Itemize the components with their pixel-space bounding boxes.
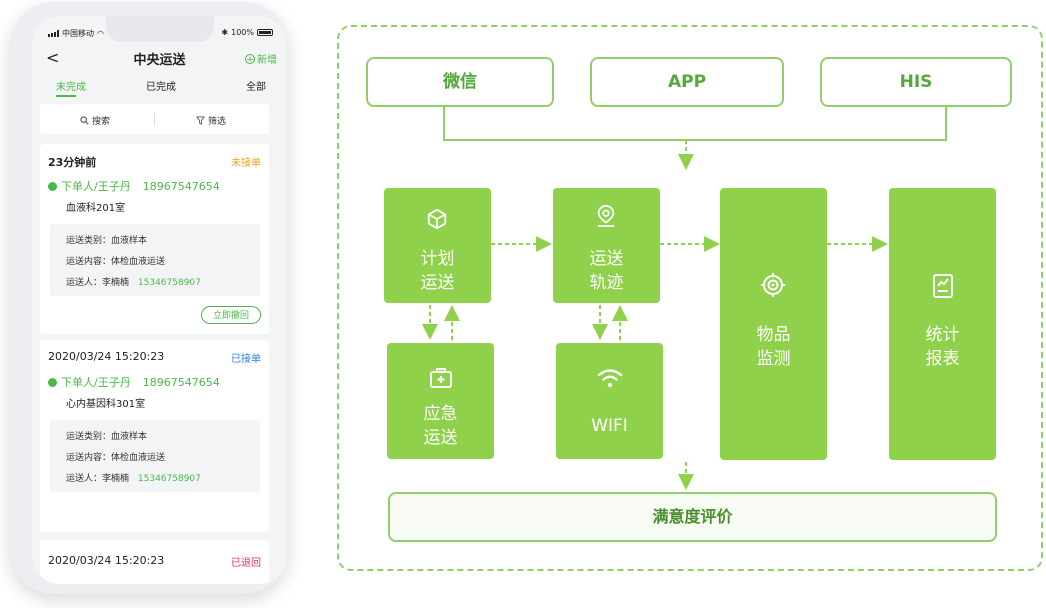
tab-all[interactable]: 全部 (246, 82, 266, 93)
filter-icon (196, 116, 205, 125)
phone-screen: 中国移动 ◠ ✱ 100% < 中央运送 + 新增 未完成 已完成 全部 (32, 16, 287, 584)
search-label: 搜索 (92, 117, 111, 127)
order-address: 血液科201室 (66, 203, 126, 214)
tab-unfinished[interactable]: 未完成 (56, 82, 86, 93)
module-plan-transport: 计划 运送 (384, 188, 491, 303)
module-emergency-transport: 应急 运送 (387, 343, 494, 459)
phone-icon (48, 377, 57, 387)
order-courier: 运送人：李楠楠 15346758907 (66, 471, 201, 484)
active-tab-indicator (56, 95, 76, 97)
withdraw-button[interactable]: 立即撤回 (201, 306, 261, 324)
module-label-line2: 轨迹 (589, 273, 624, 293)
phone-notch (106, 16, 214, 42)
phone-mockup: 中国移动 ◠ ✱ 100% < 中央运送 + 新增 未完成 已完成 全部 (10, 2, 288, 594)
order-user-phone[interactable]: 18967547654 (142, 179, 220, 193)
module-label-line1: 运送 (589, 249, 624, 269)
module-item-monitoring: 物品 监测 (720, 188, 827, 460)
courier-name: 运送人：李楠楠 (66, 474, 130, 484)
order-content: 运送内容：体检血液运送 (66, 257, 166, 267)
order-status: 已退回 (231, 558, 261, 569)
module-statistics-report: 统计 报表 (889, 188, 996, 460)
module-label-line2: 监测 (756, 349, 791, 369)
courier-phone[interactable]: 15346758907 (137, 474, 201, 484)
order-card[interactable]: 2020/03/24 15:20:23 已接单 下单人/王子丹 18967547… (40, 340, 269, 532)
order-time: 2020/03/24 15:20:23 (48, 554, 165, 567)
battery-percent: 100% (231, 28, 254, 37)
order-address: 心内基因科301室 (66, 399, 146, 410)
battery-icon (257, 29, 273, 36)
add-button-label: 新增 (257, 55, 277, 66)
order-details: 运送类别：血液样本 运送内容：体检血液运送 运送人：李楠楠 1534675890… (50, 420, 260, 492)
module-label-line2: 运送 (423, 428, 458, 448)
order-user: 下单人/王子丹 18967547654 (48, 178, 220, 194)
report-icon (933, 274, 953, 298)
signal-icon (48, 30, 59, 37)
module-transport-track: 运送 轨迹 (553, 188, 660, 303)
module-label: WIFI (591, 416, 628, 436)
order-time: 23分钟前 (48, 156, 97, 169)
module-label-line1: 应急 (423, 404, 458, 424)
phone-icon (48, 181, 57, 191)
order-user-name: 下单人/王子丹 (61, 180, 131, 193)
module-label-line1: 物品 (756, 325, 791, 345)
wifi-status-icon: ◠ (97, 29, 104, 38)
order-card[interactable]: 23分钟前 未接单 下单人/王子丹 18967547654 血液科201室 运送… (40, 144, 269, 334)
back-button[interactable]: < (46, 48, 60, 67)
courier-phone[interactable]: 15346758907 (137, 278, 201, 288)
order-time: 2020/03/24 15:20:23 (48, 350, 165, 363)
status-tabs: 未完成 已完成 全部 (32, 78, 287, 98)
module-label-line1: 计划 (420, 249, 455, 269)
target-icon (761, 273, 785, 297)
order-category: 运送类别：血液样本 (66, 432, 148, 442)
bluetooth-icon: ✱ (221, 28, 229, 37)
order-content: 运送内容：体检血液运送 (66, 453, 166, 463)
order-card[interactable]: 2020/03/24 15:20:23 已退回 (40, 540, 269, 584)
status-bar: 中国移动 ◠ ✱ 100% (32, 16, 287, 44)
system-diagram-frame (337, 25, 1043, 571)
location-pin-icon (597, 204, 615, 227)
order-details: 运送类别：血液样本 运送内容：体检血液运送 运送人：李楠楠 1534675890… (50, 224, 260, 296)
filter-label: 筛选 (208, 117, 227, 127)
order-status: 已接单 (231, 354, 261, 365)
source-wechat: 微信 (366, 57, 554, 107)
module-wifi: WIFI (556, 343, 663, 459)
plus-circle-icon: + (245, 53, 255, 65)
carrier-name: 中国移动 (62, 29, 94, 38)
tab-finished[interactable]: 已完成 (146, 82, 176, 93)
order-user-name: 下单人/王子丹 (61, 376, 131, 389)
first-aid-kit-icon (430, 368, 452, 388)
order-category: 运送类别：血液样本 (66, 236, 148, 246)
order-user-phone[interactable]: 18967547654 (142, 375, 220, 389)
courier-name: 运送人：李楠楠 (66, 278, 130, 288)
add-button[interactable]: + 新增 (245, 51, 277, 66)
search-divider (154, 112, 155, 126)
module-label-line1: 统计 (925, 325, 960, 345)
order-status: 未接单 (231, 158, 261, 169)
search-filter-bar: 搜索 筛选 (40, 104, 269, 134)
filter-button[interactable]: 筛选 (196, 114, 226, 127)
search-icon (80, 116, 89, 125)
order-user: 下单人/王子丹 18967547654 (48, 374, 220, 390)
source-his: HIS (820, 57, 1012, 107)
source-app: APP (590, 57, 784, 107)
module-label-line2: 报表 (925, 349, 960, 369)
search-button[interactable]: 搜索 (80, 114, 110, 127)
order-courier: 运送人：李楠楠 15346758907 (66, 275, 201, 288)
nav-bar: < 中央运送 + 新增 (32, 46, 287, 72)
module-label-line2: 运送 (420, 273, 455, 293)
satisfaction-evaluation: 满意度评价 (388, 492, 997, 542)
page-title: 中央运送 (133, 53, 186, 68)
wifi-icon (597, 369, 623, 388)
box-icon (427, 208, 447, 230)
